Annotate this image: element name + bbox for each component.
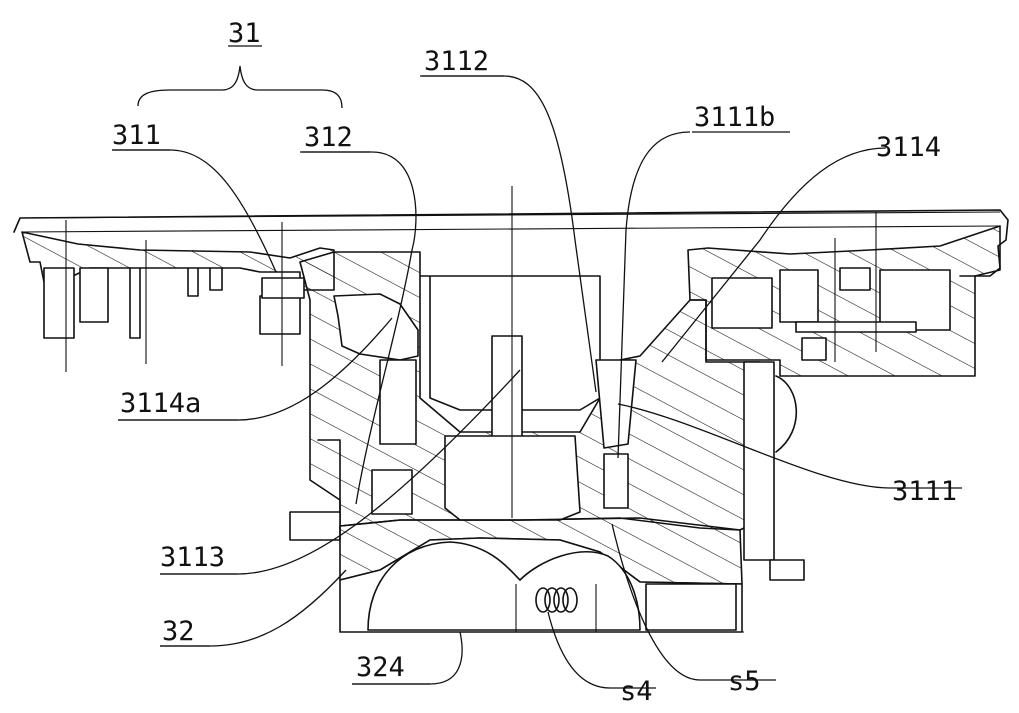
label-312: 312 (304, 122, 353, 153)
spring-s4 (535, 587, 578, 613)
label-3114: 3114 (876, 132, 941, 163)
label-3112: 3112 (424, 46, 489, 77)
main-body (289, 186, 798, 561)
reference-labels: 31 311 312 3112 3111b 3114 3114a 3111 31… (112, 18, 957, 707)
label-s4: s4 (620, 676, 653, 707)
label-31: 31 (228, 18, 261, 49)
label-32: 32 (162, 616, 195, 647)
label-3113: 3113 (160, 542, 225, 573)
label-311: 311 (112, 120, 161, 151)
label-3111b: 3111b (694, 102, 775, 133)
leader-lines (112, 75, 962, 689)
label-3111: 3111 (892, 476, 957, 507)
label-324: 324 (356, 652, 405, 683)
label-s5: s5 (728, 666, 761, 697)
brace-31 (137, 65, 343, 109)
bottom-base (339, 517, 805, 633)
top-cover (13, 209, 1009, 377)
label-3114a: 3114a (120, 388, 201, 419)
